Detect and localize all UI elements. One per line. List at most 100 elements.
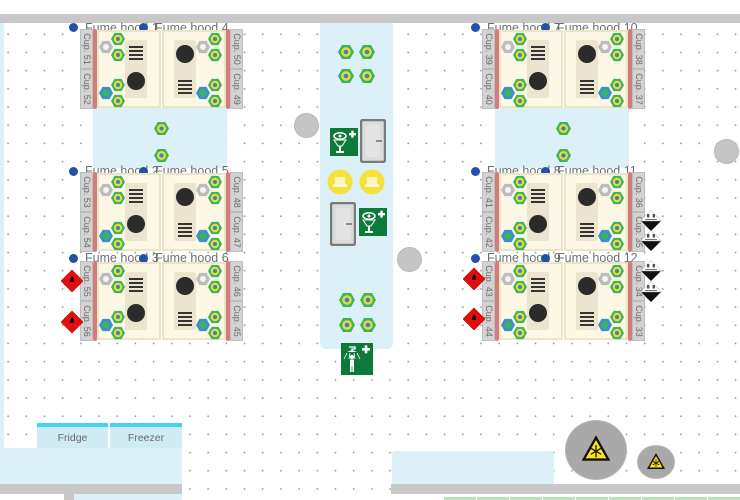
hood-knob[interactable]	[127, 72, 145, 90]
cupboard[interactable]: Cup. 33	[632, 301, 645, 341]
gas-outlet-icon[interactable]	[610, 78, 624, 92]
gas-outlet-icon[interactable]	[111, 78, 125, 92]
gas-outlet-icon[interactable]	[208, 191, 222, 205]
flammable-hazard-icon[interactable]	[463, 268, 485, 290]
hood-marker[interactable]	[541, 254, 550, 263]
gas-outlet-icon[interactable]	[513, 191, 527, 205]
corrosive-hazard-icon[interactable]	[640, 281, 662, 303]
gas-outlet-icon[interactable]	[360, 292, 376, 308]
hood-knob[interactable]	[127, 215, 145, 233]
cupboard[interactable]: Cup. 48	[230, 172, 243, 212]
cupboard[interactable]: Cup. 41	[482, 172, 495, 212]
gas-outlet-icon[interactable]	[513, 310, 527, 324]
hood-marker[interactable]	[471, 254, 480, 263]
gas-outlet-icon[interactable]	[111, 175, 125, 189]
cupboard[interactable]: Cup. 38	[632, 29, 645, 69]
gas-outlet-icon[interactable]	[556, 121, 571, 136]
hood-marker[interactable]	[69, 23, 78, 32]
gas-outlet-icon[interactable]	[154, 121, 169, 136]
gas-outlet-icon[interactable]	[111, 32, 125, 46]
emergency-light-icon[interactable]	[359, 169, 385, 195]
door-icon[interactable]	[330, 202, 356, 246]
cryogenic-hazard-marker[interactable]	[637, 445, 675, 479]
gas-outlet-icon[interactable]	[154, 148, 169, 163]
cupboard[interactable]: Cup. 47	[230, 212, 243, 252]
gas-outlet-icon[interactable]	[111, 221, 125, 235]
emergency-light-icon[interactable]	[327, 169, 353, 195]
gas-outlet-icon[interactable]	[208, 326, 222, 340]
gas-outlet-icon[interactable]	[610, 237, 624, 251]
corrosive-hazard-icon[interactable]	[640, 230, 662, 252]
hood-knob[interactable]	[529, 215, 547, 233]
gas-outlet-icon[interactable]	[360, 317, 376, 333]
hood-marker[interactable]	[471, 23, 480, 32]
gas-outlet-icon[interactable]	[610, 221, 624, 235]
gas-outlet-icon[interactable]	[513, 48, 527, 62]
gas-outlet-icon[interactable]	[359, 68, 375, 84]
gas-outlet-icon[interactable]	[513, 237, 527, 251]
cupboard[interactable]: Cup. 45	[230, 301, 243, 341]
cupboard[interactable]: Cup. 51	[80, 29, 93, 69]
gas-outlet-icon[interactable]	[208, 310, 222, 324]
hood-marker[interactable]	[139, 254, 148, 263]
gas-outlet-icon[interactable]	[513, 175, 527, 189]
gas-outlet-icon[interactable]	[208, 48, 222, 62]
flammable-hazard-icon[interactable]	[61, 311, 83, 333]
pillar-marker[interactable]	[397, 247, 422, 272]
cupboard[interactable]: Cup. 39	[482, 29, 495, 69]
gas-outlet-icon[interactable]	[556, 148, 571, 163]
hood-knob[interactable]	[578, 45, 596, 63]
gas-outlet-icon[interactable]	[610, 326, 624, 340]
gas-outlet-icon[interactable]	[513, 280, 527, 294]
gas-outlet-icon[interactable]	[339, 292, 355, 308]
gas-outlet-icon[interactable]	[610, 32, 624, 46]
hood-marker[interactable]	[541, 23, 550, 32]
gas-outlet-icon[interactable]	[208, 32, 222, 46]
cupboard[interactable]: Cup. 53	[80, 172, 93, 212]
gas-outlet-icon[interactable]	[111, 48, 125, 62]
eyewash-station-icon[interactable]	[330, 128, 358, 156]
gas-outlet-icon[interactable]	[111, 280, 125, 294]
hood-knob[interactable]	[578, 188, 596, 206]
corrosive-hazard-icon[interactable]	[640, 260, 662, 282]
hood-knob[interactable]	[176, 277, 194, 295]
gas-outlet-icon[interactable]	[208, 237, 222, 251]
gas-outlet-icon[interactable]	[338, 68, 354, 84]
gas-outlet-icon[interactable]	[610, 264, 624, 278]
gas-outlet-icon[interactable]	[610, 48, 624, 62]
gas-outlet-icon[interactable]	[208, 94, 222, 108]
gas-outlet-icon[interactable]	[111, 94, 125, 108]
gas-outlet-icon[interactable]	[111, 191, 125, 205]
gas-outlet-icon[interactable]	[338, 44, 354, 60]
hood-knob[interactable]	[176, 45, 194, 63]
hood-marker[interactable]	[471, 167, 480, 176]
hood-marker[interactable]	[139, 23, 148, 32]
cupboard[interactable]: Cup. 37	[632, 69, 645, 109]
hood-knob[interactable]	[529, 72, 547, 90]
gas-outlet-icon[interactable]	[208, 280, 222, 294]
gas-outlet-icon[interactable]	[111, 326, 125, 340]
gas-outlet-icon[interactable]	[610, 310, 624, 324]
cupboard[interactable]: Cup. 46	[230, 261, 243, 301]
pillar-marker[interactable]	[294, 113, 319, 138]
gas-outlet-icon[interactable]	[339, 317, 355, 333]
hood-knob[interactable]	[176, 188, 194, 206]
hood-knob[interactable]	[529, 304, 547, 322]
gas-outlet-icon[interactable]	[513, 326, 527, 340]
fridge[interactable]: Fridge	[37, 423, 108, 448]
gas-outlet-icon[interactable]	[513, 264, 527, 278]
pillar-marker[interactable]	[714, 139, 739, 164]
cupboard[interactable]: Cup. 36	[632, 172, 645, 212]
freezer[interactable]: Freezer	[110, 423, 182, 448]
gas-outlet-icon[interactable]	[208, 264, 222, 278]
hood-knob[interactable]	[127, 304, 145, 322]
gas-outlet-icon[interactable]	[513, 32, 527, 46]
gas-outlet-icon[interactable]	[610, 191, 624, 205]
cupboard[interactable]: Cup. 50	[230, 29, 243, 69]
gas-outlet-icon[interactable]	[513, 94, 527, 108]
cryogenic-hazard-marker[interactable]	[565, 420, 627, 480]
gas-outlet-icon[interactable]	[513, 221, 527, 235]
cupboard[interactable]: Cup. 40	[482, 69, 495, 109]
gas-outlet-icon[interactable]	[610, 175, 624, 189]
cupboard[interactable]: Cup. 54	[80, 212, 93, 252]
